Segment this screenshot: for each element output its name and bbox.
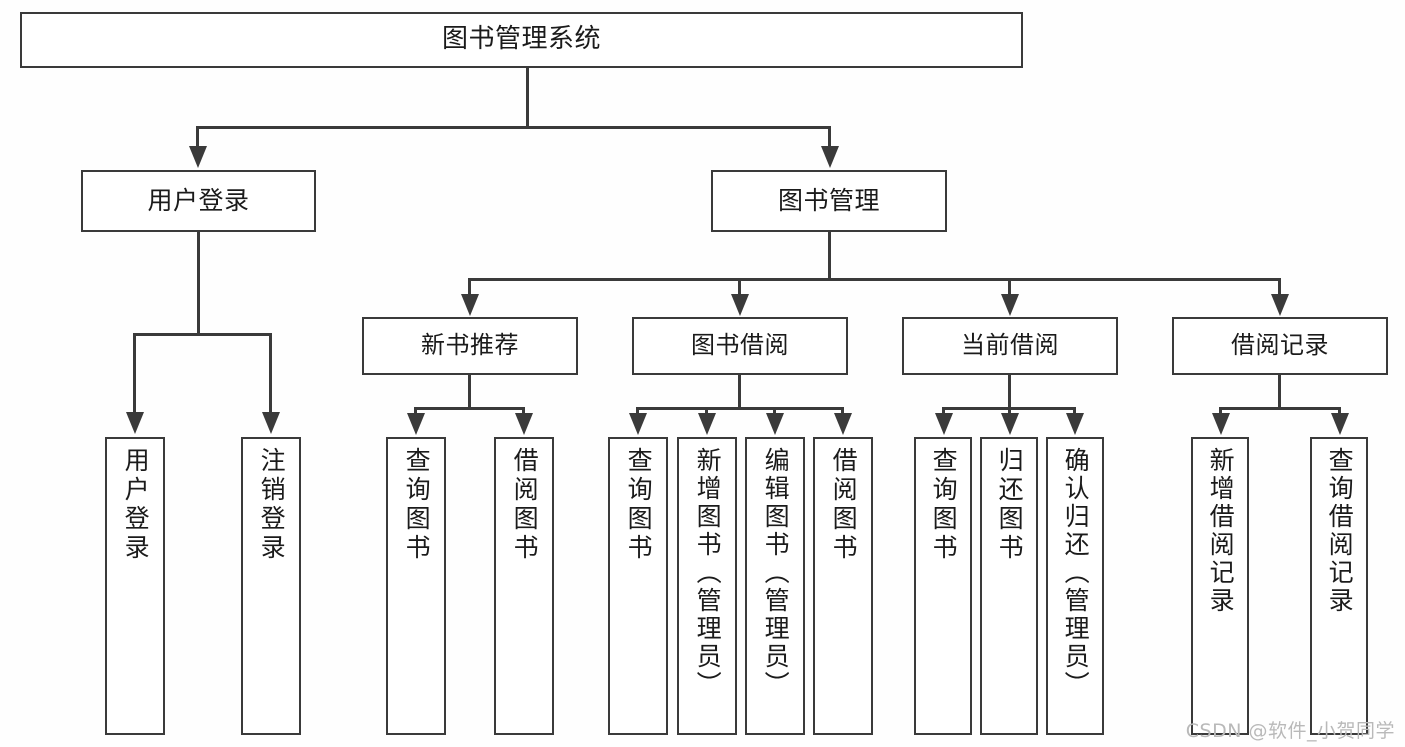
arrowhead-leaf-confirm-return (1066, 413, 1084, 435)
node-borrow-record[interactable]: 借阅记录 (1172, 317, 1388, 375)
arrowhead-book-mgmt (821, 146, 839, 168)
node-label: 图书管理系统 (441, 24, 601, 55)
node-new-book-recommend[interactable]: 新书推荐 (362, 317, 578, 375)
arrowhead-borrow-record (1271, 294, 1289, 316)
leaf-add-borrow-record[interactable]: 新增借阅记录 (1191, 437, 1249, 735)
arrowhead-leaf-query-book-3 (935, 413, 953, 435)
node-book-borrow[interactable]: 图书借阅 (632, 317, 848, 375)
node-label: 注销登录 (257, 447, 287, 563)
leaf-confirm-return-admin[interactable]: 确认归还（管理员） (1046, 437, 1104, 735)
leaf-query-book-new[interactable]: 查询图书 (386, 437, 446, 735)
node-label: 当前借阅 (961, 331, 1059, 360)
node-label: 用户登录 (121, 447, 151, 563)
connector-new-book-child-2 (522, 407, 525, 417)
connector-borrow-record-bus (1219, 407, 1341, 410)
connector-book-borrow-child-4 (841, 407, 844, 417)
connector-book-borrow-bus (636, 407, 844, 410)
arrowhead-leaf-add-record (1212, 413, 1230, 435)
connector-borrow-record-child-2 (1338, 407, 1341, 417)
node-user-login[interactable]: 用户登录 (81, 170, 316, 232)
arrowhead-leaf-return-book (1001, 413, 1019, 435)
arrowhead-new-book (461, 294, 479, 316)
leaf-query-borrow-record[interactable]: 查询借阅记录 (1310, 437, 1368, 735)
connector-book-borrow-child-3 (773, 407, 776, 417)
connector-current-borrow-stem (1008, 375, 1011, 409)
node-label: 借阅图书 (510, 447, 540, 563)
node-current-borrow[interactable]: 当前借阅 (902, 317, 1118, 375)
node-label: 编辑图书（管理员） (761, 447, 791, 699)
connector-book-mgmt-to-borrow-record (1278, 278, 1281, 298)
connector-new-book-bus (414, 407, 525, 410)
leaf-user-login[interactable]: 用户登录 (105, 437, 165, 735)
node-label: 查询借阅记录 (1325, 447, 1355, 615)
connector-book-borrow-stem (738, 375, 741, 409)
connector-user-login-child-2 (269, 333, 272, 415)
leaf-query-book-borrow[interactable]: 查询图书 (608, 437, 668, 735)
connector-root-to-user-login (196, 126, 199, 150)
connector-root-bus (196, 126, 831, 129)
connector-book-borrow-child-2 (705, 407, 708, 417)
leaf-add-book-admin[interactable]: 新增图书（管理员） (677, 437, 737, 735)
connector-book-mgmt-stem (828, 232, 831, 280)
arrowhead-leaf-query-record (1331, 413, 1349, 435)
connector-user-login-child-1 (133, 333, 136, 415)
leaf-return-book[interactable]: 归还图书 (980, 437, 1038, 735)
node-label: 查询图书 (929, 447, 959, 563)
arrowhead-leaf-edit-book (766, 413, 784, 435)
connector-borrow-record-child-1 (1219, 407, 1222, 417)
leaf-borrow-book[interactable]: 借阅图书 (813, 437, 873, 735)
node-label: 用户登录 (147, 185, 250, 215)
connector-user-login-stem (197, 232, 200, 336)
connector-user-login-bus (133, 333, 272, 336)
leaf-query-book-current[interactable]: 查询图书 (914, 437, 972, 735)
node-label: 图书借阅 (691, 331, 789, 360)
node-label: 借阅记录 (1231, 331, 1329, 360)
node-label: 归还图书 (995, 447, 1025, 563)
node-label: 图书管理 (777, 185, 880, 215)
node-label: 借阅图书 (829, 447, 859, 563)
node-book-management[interactable]: 图书管理 (711, 170, 947, 232)
arrowhead-leaf-borrow-book-2 (834, 413, 852, 435)
arrowhead-leaf-logout (262, 412, 280, 434)
connector-current-borrow-child-3 (1073, 407, 1076, 417)
node-label: 新增借阅记录 (1206, 447, 1236, 615)
arrowhead-book-borrow (731, 294, 749, 316)
connector-current-borrow-child-1 (942, 407, 945, 417)
node-label: 新增图书（管理员） (693, 447, 723, 699)
node-label: 查询图书 (402, 447, 432, 563)
connector-borrow-record-stem (1278, 375, 1281, 409)
node-label: 确认归还（管理员） (1061, 447, 1091, 699)
node-root-system[interactable]: 图书管理系统 (20, 12, 1023, 68)
connector-book-mgmt-to-new-book (468, 278, 471, 298)
arrowhead-leaf-borrow-book-1 (515, 413, 533, 435)
arrowhead-current-borrow (1001, 294, 1019, 316)
node-label: 新书推荐 (421, 331, 519, 360)
connector-root-to-book-mgmt (828, 126, 831, 150)
arrowhead-leaf-query-book-1 (407, 413, 425, 435)
connector-root-stem (526, 68, 529, 128)
node-label: 查询图书 (624, 447, 654, 563)
connector-new-book-child-1 (414, 407, 417, 417)
leaf-edit-book-admin[interactable]: 编辑图书（管理员） (745, 437, 805, 735)
arrowhead-leaf-add-book (698, 413, 716, 435)
leaf-borrow-book-new[interactable]: 借阅图书 (494, 437, 554, 735)
connector-book-borrow-child-1 (636, 407, 639, 417)
connector-new-book-stem (468, 375, 471, 409)
connector-current-borrow-child-2 (1008, 407, 1011, 417)
arrowhead-user-login (189, 146, 207, 168)
connector-book-mgmt-to-current-borrow (1008, 278, 1011, 298)
leaf-logout[interactable]: 注销登录 (241, 437, 301, 735)
connector-book-mgmt-bus (468, 278, 1280, 281)
arrowhead-leaf-user-login (126, 412, 144, 434)
connector-book-mgmt-to-book-borrow (738, 278, 741, 298)
arrowhead-leaf-query-book-2 (629, 413, 647, 435)
